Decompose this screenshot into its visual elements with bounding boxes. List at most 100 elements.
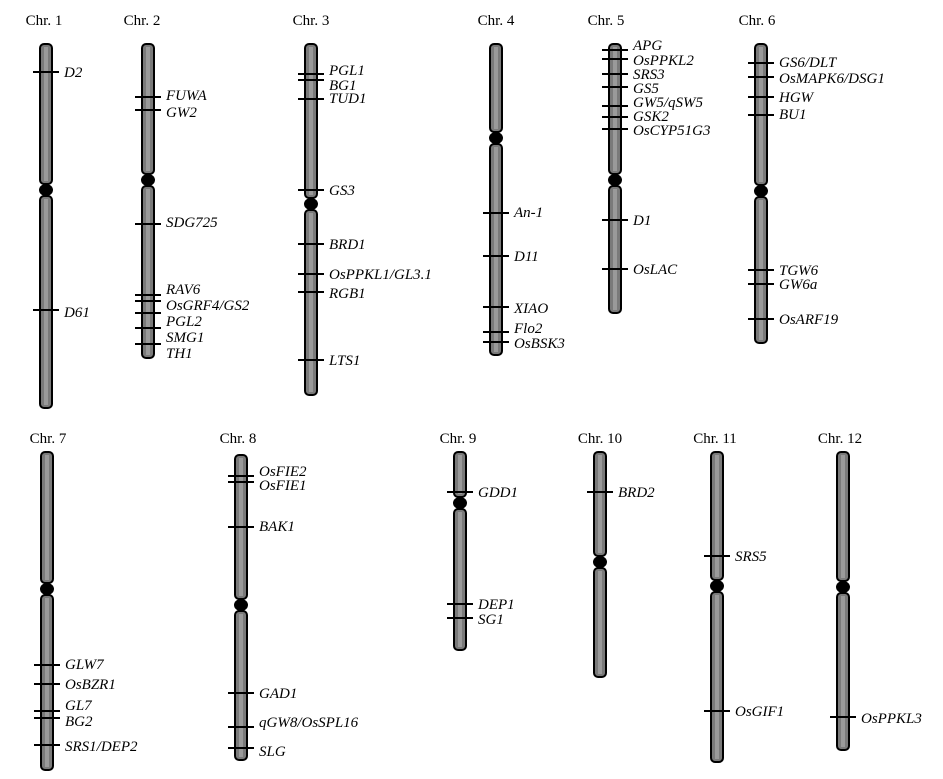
gene-label: BU1 (779, 107, 807, 123)
gene-label: OsCYP51G3 (633, 123, 711, 139)
chromosome-5: Chr. 5APGOsPPKL2SRS3GS5GW5/qSW5GSK2OsCYP… (588, 13, 711, 314)
gene-label: An-1 (513, 205, 543, 221)
gene-label: TGW6 (779, 263, 819, 279)
gene-label: SRS3 (633, 67, 665, 83)
chromosome-highlight (146, 189, 150, 355)
chromosome-highlight (239, 614, 243, 757)
centromere (40, 583, 54, 595)
chromosome-highlight (458, 455, 462, 494)
gene-label: GLW7 (65, 657, 105, 673)
centromere (234, 599, 248, 611)
gene-label: OsGRF4/GS2 (166, 298, 250, 314)
gene-label: qGW8/OsSPL16 (259, 715, 359, 731)
chromosome-title: Chr. 3 (293, 13, 330, 29)
gene-label: OsLAC (633, 262, 678, 278)
chromosome-highlight (841, 596, 845, 747)
gene-label: GSK2 (633, 109, 669, 125)
chromosome-title: Chr. 5 (588, 13, 625, 29)
gene-label: LTS1 (328, 353, 360, 369)
centromere (304, 198, 318, 210)
chromosome-highlight (45, 598, 49, 767)
chromosome-highlight (309, 213, 313, 392)
gene-label: OsBZR1 (65, 677, 116, 693)
gene-label: D61 (63, 305, 90, 321)
gene-label: SMG1 (166, 330, 204, 346)
gene-label: OsARF19 (779, 312, 839, 328)
centromere (710, 580, 724, 592)
chromosome-highlight (598, 455, 602, 553)
gene-label: D11 (513, 249, 539, 265)
chromosome-title: Chr. 9 (440, 431, 477, 447)
chromosome-highlight (598, 571, 602, 674)
gene-label: DEP1 (477, 597, 515, 613)
gene-label: SLG (259, 744, 286, 760)
gene-label: TUD1 (329, 91, 367, 107)
gene-label: GAD1 (259, 686, 297, 702)
gene-label: OsGIF1 (735, 704, 784, 720)
centromere (608, 174, 622, 186)
gene-label: RGB1 (328, 286, 366, 302)
gene-label: GW6a (779, 277, 817, 293)
gene-label: SDG725 (166, 215, 218, 231)
gene-label: OsMAPK6/DSG1 (779, 71, 885, 87)
gene-label: HGW (778, 90, 815, 106)
gene-label: PGL1 (328, 63, 365, 79)
centromere (836, 581, 850, 593)
chromosome-2: Chr. 2FUWAGW2SDG725RAV6OsGRF4/GS2PGL2SMG… (124, 13, 250, 362)
chromosome-highlight (613, 189, 617, 310)
gene-label: SG1 (478, 612, 504, 628)
centromere (141, 174, 155, 186)
gene-label: BAK1 (259, 519, 295, 535)
gene-label: PGL2 (165, 314, 202, 330)
chromosome-highlight (715, 595, 719, 759)
centromere (453, 497, 467, 509)
chromosome-title: Chr. 11 (693, 431, 737, 447)
gene-label: Flo2 (513, 321, 543, 337)
gene-label: RAV6 (165, 282, 201, 298)
gene-label: GL7 (65, 698, 93, 714)
chromosome-highlight (715, 455, 719, 577)
chromosome-highlight (841, 455, 845, 578)
chromosome-title: Chr. 7 (30, 431, 67, 447)
chromosome-highlight (44, 199, 48, 405)
chromosome-highlight (45, 455, 49, 580)
gene-label: GS6/DLT (779, 55, 838, 71)
chromosome-title: Chr. 6 (739, 13, 776, 29)
chromosome-6: Chr. 6 GS6/DLTOsMAPK6/DSG1HGWBU1TGW6GW6aO… (739, 13, 885, 344)
gene-label: GS3 (329, 183, 355, 199)
gene-label: GW2 (166, 105, 197, 121)
chromosome-highlight (494, 47, 498, 129)
gene-label: OsPPKL1/GL3.1 (329, 267, 432, 283)
gene-label: BRD1 (329, 237, 366, 253)
gene-label: GW5/qSW5 (633, 95, 703, 111)
chromosome-title: Chr. 8 (220, 431, 257, 447)
chromosome-highlight (494, 147, 498, 352)
gene-label: SRS1/DEP2 (65, 739, 138, 755)
chromosome-highlight (309, 47, 313, 195)
gene-label: OsFIE1 (259, 478, 307, 494)
centromere (489, 132, 503, 144)
centromere (39, 184, 53, 196)
gene-label: XIAO (513, 301, 548, 317)
chromosome-highlight (613, 47, 617, 171)
gene-label: OsFIE2 (259, 464, 307, 480)
chromosome-title: Chr. 10 (578, 431, 622, 447)
gene-label: D1 (632, 213, 651, 229)
gene-label: OsPPKL2 (633, 53, 694, 69)
gene-label: APG (632, 38, 662, 54)
centromere (593, 556, 607, 568)
centromere (754, 185, 768, 197)
gene-label: OsBSK3 (514, 336, 565, 352)
chromosome-highlight (458, 512, 462, 647)
chromosome-highlight (44, 47, 48, 181)
chromosome-title: Chr. 1 (26, 13, 63, 29)
